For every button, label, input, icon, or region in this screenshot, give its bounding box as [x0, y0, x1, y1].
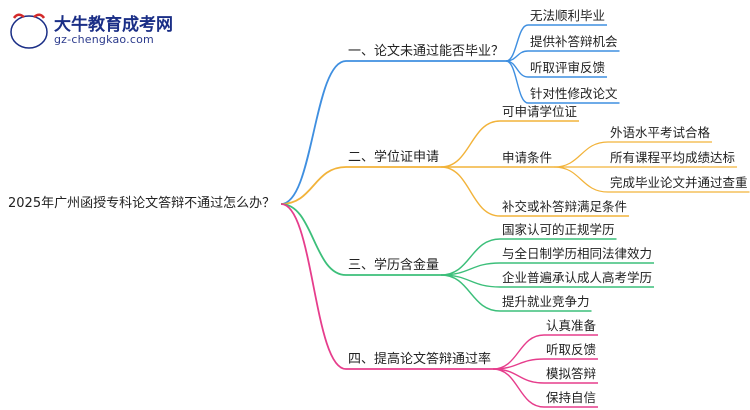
branch-4-leaf-1: 认真准备	[546, 318, 597, 333]
branch-1-leaf-2: 提供补答辩机会	[530, 34, 618, 49]
branch-4-leaf-4: 保持自信	[546, 390, 597, 405]
edge-root-branch-1	[280, 60, 347, 205]
branch-2-sub-leaf-2: 所有课程平均成绩达标	[610, 150, 736, 165]
branch-4-node: 四、提高论文答辩通过率	[348, 352, 492, 367]
edge-root-branch-4	[280, 203, 347, 370]
branch-1-node: 一、论文未通过能否毕业？	[348, 44, 505, 59]
edge-branch-1-leaf-4	[505, 60, 529, 104]
bull-logo-icon	[10, 13, 48, 49]
site-logo: 大牛教育成考网 gz-chengkao.com	[8, 8, 198, 52]
branch-2-leaf-3: 补交或补答辩满足条件	[502, 199, 628, 214]
edge-branch-4-leaf-3	[493, 368, 545, 384]
branch-1-leaf-1: 无法顺利毕业	[530, 8, 606, 23]
edge-branch-2-sub-leaf-3	[554, 166, 609, 193]
branch-3-leaf-4: 提升就业竞争力	[502, 294, 590, 309]
edge-branch-3-leaf-4	[441, 274, 501, 312]
logo-url: gz-chengkao.com	[54, 33, 154, 46]
branch-3-leaf-1: 国家认可的正规学历	[502, 222, 615, 237]
mindmap-root-node: 2025年广州函授专科论文答辩不通过怎么办？	[8, 196, 276, 211]
edge-branch-2-child-1	[441, 120, 501, 168]
branch-3-leaf-2: 与全日制学历相同法律效力	[502, 246, 653, 261]
branch-3-leaf-3: 企业普遍承认成人高考学历	[502, 270, 653, 285]
branch-2-sub-node: 申请条件	[502, 150, 553, 165]
branch-3-node: 三、学历含金量	[348, 258, 440, 273]
branch-2-node: 二、学位证申请	[348, 150, 440, 165]
branch-2-sub-leaf-1: 外语水平考试合格	[610, 125, 711, 140]
edge-branch-1-leaf-1	[505, 24, 529, 62]
branch-2-sub-leaf-3: 完成毕业论文并通过查重	[610, 175, 748, 190]
branch-4-leaf-2: 听取反馈	[546, 342, 597, 357]
edge-branch-4-leaf-4	[492, 368, 545, 408]
edge-branch-2-sub-leaf-1	[554, 141, 609, 168]
branch-4-leaf-3: 模拟答辩	[546, 366, 597, 381]
edge-branch-2-child-3	[440, 166, 501, 217]
edge-root-branch-2	[281, 166, 347, 205]
edge-root-branch-3	[281, 203, 347, 276]
logo-title: 大牛教育成考网	[54, 15, 173, 35]
branch-1-leaf-4: 针对性修改论文	[530, 86, 618, 101]
branch-2-leaf-1: 可申请学位证	[502, 104, 578, 119]
branch-1-leaf-3: 听取评审反馈	[530, 60, 606, 75]
